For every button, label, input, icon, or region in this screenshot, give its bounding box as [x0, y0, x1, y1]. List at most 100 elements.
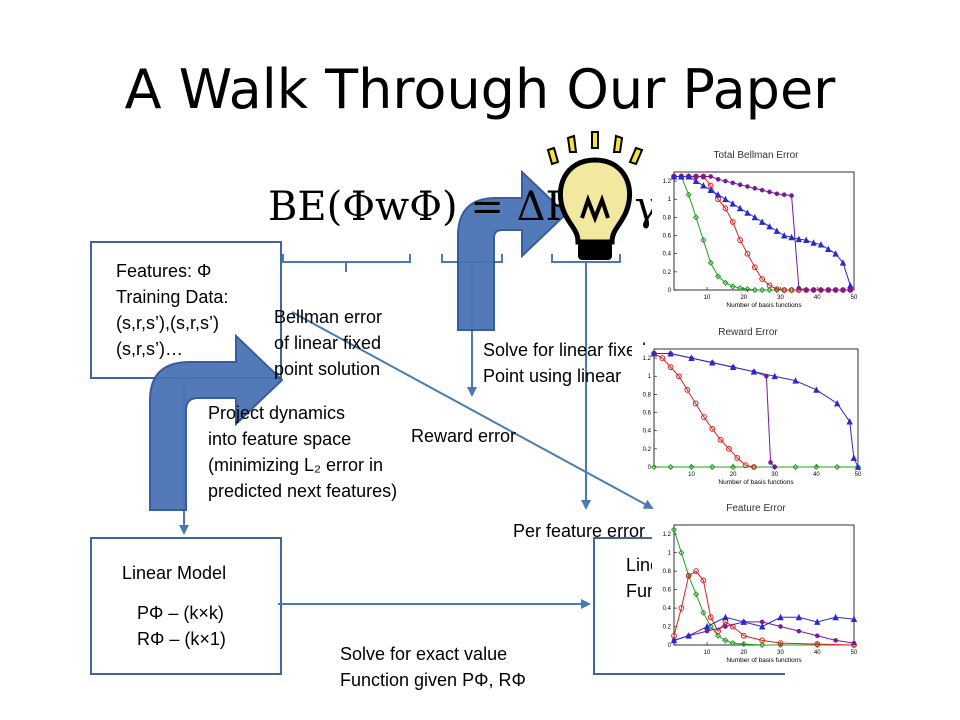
data-point — [678, 605, 685, 611]
data-point — [817, 241, 825, 248]
y-tick-label: 0.4 — [643, 429, 652, 435]
data-point — [744, 250, 751, 257]
data-point — [778, 624, 783, 629]
data-point — [700, 577, 707, 584]
data-point — [777, 641, 784, 649]
data-point — [684, 386, 691, 393]
plot-area — [673, 171, 855, 291]
data-point — [729, 200, 736, 207]
data-point — [759, 641, 766, 649]
data-point — [737, 237, 744, 243]
data-point — [759, 187, 765, 193]
data-point — [803, 236, 810, 243]
data-point — [740, 632, 747, 639]
y-tick-label: 0 — [668, 288, 672, 294]
data-point — [847, 281, 854, 289]
x-tick-label: 30 — [771, 472, 778, 478]
data-point — [722, 205, 729, 212]
training-data-label: Training Data: — [116, 287, 229, 307]
series — [670, 173, 854, 289]
data-point — [839, 259, 847, 266]
y-tick-label: 0.4 — [663, 252, 672, 258]
data-point — [700, 182, 707, 189]
data-point — [722, 195, 729, 203]
data-point — [788, 287, 795, 293]
project-label-4: predicted next features) — [208, 481, 398, 501]
per-feature-error-label: Per feature error — [513, 521, 646, 541]
x-tick-label: 50 — [851, 650, 858, 656]
y-tick-label: 1.2 — [663, 532, 672, 538]
data-point — [740, 618, 748, 625]
data-point — [774, 191, 780, 197]
data-point — [722, 279, 729, 286]
training-samples-line1: (s,r,s’),(s,r,s’) — [116, 313, 219, 333]
x-tick-label: 30 — [777, 650, 784, 656]
data-point — [854, 463, 862, 470]
data-point — [693, 568, 699, 575]
data-point — [707, 614, 714, 621]
data-point — [729, 363, 737, 371]
data-point — [701, 174, 706, 179]
r-phi-line: RΦ – (k×1) — [137, 629, 226, 649]
data-point — [759, 276, 766, 283]
data-point — [688, 354, 695, 361]
data-point — [722, 613, 729, 621]
solve-fixed-label-2: Point using linear — [483, 366, 622, 386]
data-point — [708, 174, 714, 179]
y-tick-label: 0.4 — [663, 606, 672, 612]
data-point — [736, 204, 744, 212]
data-point — [781, 287, 788, 293]
data-point — [722, 637, 729, 644]
p-phi-line: PΦ – (k×k) — [137, 603, 224, 623]
data-point — [834, 463, 841, 471]
data-point — [692, 177, 700, 184]
data-point — [777, 640, 784, 647]
data-point — [659, 355, 666, 361]
data-point — [840, 287, 846, 293]
data-point — [723, 624, 728, 629]
data-point — [729, 463, 737, 471]
series — [650, 350, 862, 470]
data-point — [740, 640, 747, 648]
data-point — [759, 637, 766, 644]
data-point — [667, 463, 674, 471]
x-axis-label: Number of basis functions — [726, 302, 802, 309]
x-tick-label: 40 — [813, 472, 820, 478]
linear-model-title: Linear Model — [122, 563, 227, 583]
data-point — [766, 286, 773, 294]
data-point — [729, 219, 736, 225]
y-tick-label: 0.6 — [643, 411, 652, 417]
y-tick-label: 1 — [668, 197, 672, 203]
data-point — [730, 180, 736, 186]
y-tick-label: 0.8 — [663, 215, 672, 221]
x-tick-label: 20 — [730, 472, 737, 478]
data-point — [667, 350, 674, 357]
data-point — [714, 273, 722, 280]
data-point — [692, 214, 700, 221]
data-point — [818, 287, 824, 293]
data-point — [813, 386, 820, 393]
x-tick-label: 50 — [851, 295, 858, 301]
data-point — [685, 572, 692, 579]
data-point — [729, 283, 736, 290]
arrow-diagonal — [291, 311, 654, 509]
project-label-2: into feature space — [208, 429, 352, 449]
data-point — [704, 628, 710, 634]
data-point — [751, 464, 757, 470]
big-arrow-left — [149, 333, 284, 511]
data-point — [795, 235, 803, 243]
data-point — [781, 192, 787, 197]
data-point — [788, 233, 795, 241]
data-point — [792, 377, 799, 384]
data-point — [700, 609, 707, 616]
data-point — [751, 264, 758, 271]
data-point — [670, 526, 678, 533]
data-point — [750, 368, 758, 375]
features-label: Features: Φ — [116, 261, 212, 281]
reward-error-label: Reward error — [411, 426, 517, 446]
bellman-error-label-1: Bellman error — [274, 307, 383, 327]
brace-be — [282, 254, 411, 272]
data-point — [688, 463, 695, 471]
data-point — [678, 173, 685, 180]
